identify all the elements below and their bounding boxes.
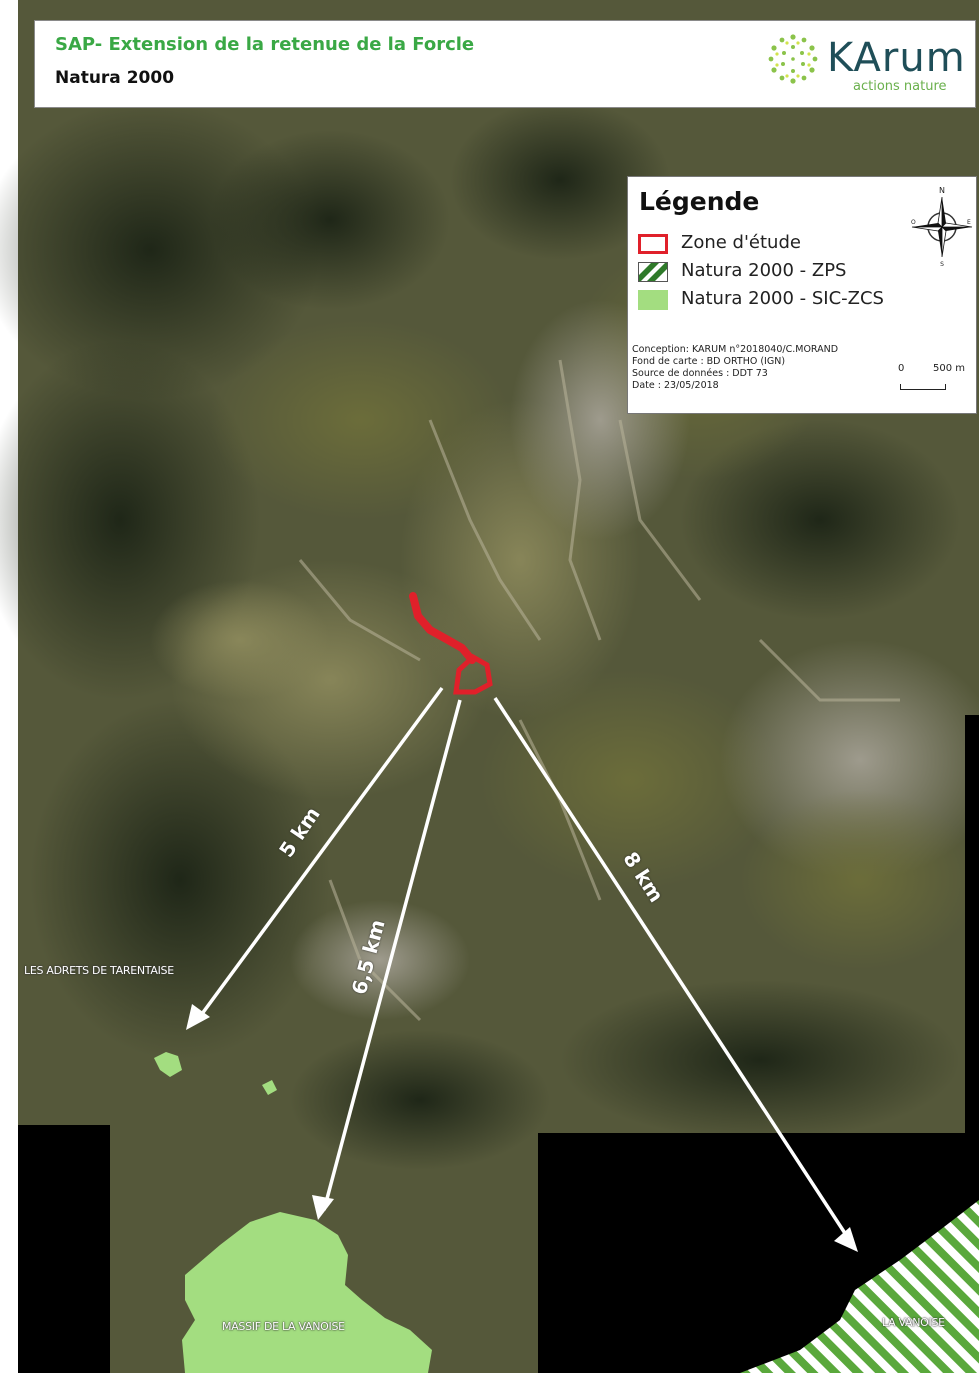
compass-south: S xyxy=(940,261,944,267)
arrow-heads xyxy=(186,1004,858,1252)
legend-meta-source: Source de données : DDT 73 xyxy=(632,368,768,379)
scale-start-label: 0 xyxy=(898,363,905,374)
sic-zcs-patch-2[interactable] xyxy=(262,1080,277,1095)
map-subtitle: Natura 2000 xyxy=(55,68,175,88)
ridge-lines xyxy=(298,359,900,1022)
arrowhead-8km xyxy=(834,1227,858,1252)
legend-label-sic-zcs: Natura 2000 - SIC-ZCS xyxy=(681,288,884,309)
legend-meta-conception: Conception: KARUM n°2018040/C.MORAND xyxy=(632,344,839,355)
zps-hatch-swatch xyxy=(638,262,668,282)
sic-zcs-patch-1[interactable] xyxy=(154,1052,182,1077)
legend-meta-basemap: Fond de carte : BD ORTHO (IGN) xyxy=(632,356,786,367)
sic-zcs-massif-de-la-vanoise[interactable] xyxy=(182,1212,432,1373)
study-zone-reservoir[interactable] xyxy=(453,653,493,695)
compass-west: O xyxy=(911,219,916,226)
karum-logo: KArum actions nature xyxy=(765,29,965,101)
arrow-8km xyxy=(493,697,854,1245)
scale-bar xyxy=(900,384,946,390)
scale-end-label: 500 m xyxy=(933,363,966,374)
terrain-texture xyxy=(0,100,979,1170)
place-la-vanoise: LA VANOISE xyxy=(882,1316,945,1329)
map-title: SAP- Extension de la retenue de la Forcl… xyxy=(55,34,475,55)
place-les-adrets-de-tarentaise: LES ADRETS DE TARENTAISE xyxy=(24,964,174,977)
legend-label-study-zone: Zone d'étude xyxy=(681,232,801,253)
study-zone-swatch xyxy=(638,234,668,254)
logo-wordmark: KArum xyxy=(827,35,966,81)
arrow-5km xyxy=(194,686,444,1024)
legend-title: Légende xyxy=(639,187,760,216)
compass-north: N xyxy=(939,186,945,195)
distance-arrows xyxy=(194,686,854,1245)
north-arrow-compass-icon: N O E S xyxy=(911,186,973,267)
logo-tagline: actions nature xyxy=(853,79,947,94)
arrowhead-5km xyxy=(186,1004,210,1030)
arrow-6-5km xyxy=(322,699,462,1211)
arrowhead-6-5km xyxy=(312,1195,334,1220)
legend-label-zps: Natura 2000 - ZPS xyxy=(681,260,847,281)
legend-panel: Légende Zone d'étude Natura 2000 - ZPS N… xyxy=(627,176,977,414)
no-data-left xyxy=(18,1125,110,1373)
zps-la-vanoise[interactable] xyxy=(740,1200,979,1373)
study-zone-pipeline[interactable] xyxy=(409,592,476,664)
legend-meta-date: Date : 23/05/2018 xyxy=(632,380,719,391)
compass-east: E xyxy=(967,219,971,226)
no-data-right-strip xyxy=(965,715,979,1133)
sic-zcs-swatch xyxy=(638,290,668,310)
title-box: SAP- Extension de la retenue de la Forcl… xyxy=(34,20,976,108)
place-massif-de-la-vanoise: MASSIF DE LA VANOISE xyxy=(222,1320,345,1333)
karum-dots-icon xyxy=(768,34,818,84)
